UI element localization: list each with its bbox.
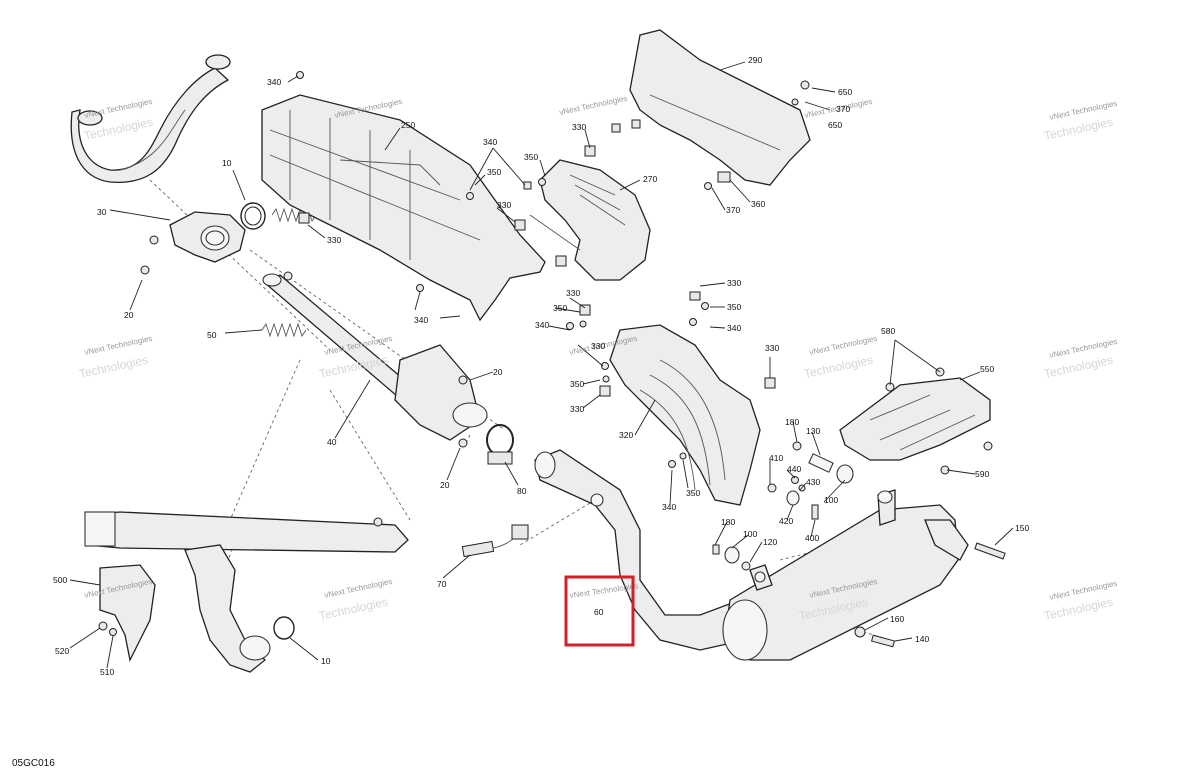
- leader-lines: [69, 61, 1014, 669]
- callout-label[interactable]: 140: [915, 634, 929, 644]
- callout-label[interactable]: 330: [765, 343, 779, 353]
- heat-shield-250: [261, 71, 546, 322]
- drawing-code: 05GC016: [12, 758, 55, 769]
- callout-label[interactable]: 370: [726, 205, 740, 215]
- mid-pipe-40: [262, 273, 488, 448]
- heat-shield-320: [609, 324, 761, 506]
- callout-label[interactable]: 10: [222, 158, 232, 168]
- spacers-lower: [712, 544, 751, 571]
- highlight-box: [564, 575, 635, 647]
- heat-shield-290: [629, 29, 811, 186]
- callout-label[interactable]: 330: [591, 341, 605, 351]
- highlighted-part-label[interactable]: 60: [594, 607, 604, 617]
- watermark-text: Technologies: [78, 353, 149, 381]
- callout-label[interactable]: 330: [327, 235, 341, 245]
- callout-label[interactable]: 330: [570, 404, 584, 414]
- callout-label[interactable]: 350: [727, 302, 741, 312]
- callout-label[interactable]: 340: [483, 137, 497, 147]
- callout-label[interactable]: 100: [824, 495, 838, 505]
- callout-label[interactable]: 250: [401, 120, 415, 130]
- callout-label[interactable]: 330: [727, 278, 741, 288]
- callout-label[interactable]: 130: [806, 426, 820, 436]
- callout-label[interactable]: 70: [437, 579, 447, 589]
- callout-label[interactable]: 350: [524, 152, 538, 162]
- header-pipe-30: [70, 54, 231, 184]
- elbow-flange-30: [140, 211, 246, 275]
- callout-label[interactable]: 30: [97, 207, 107, 217]
- callout-label[interactable]: 580: [881, 326, 895, 336]
- callout-label[interactable]: 320: [619, 430, 633, 440]
- callout-label[interactable]: 650: [828, 120, 842, 130]
- heat-shield-550: [839, 367, 993, 475]
- clamp-80: [486, 424, 514, 465]
- callout-label[interactable]: 370: [836, 104, 850, 114]
- callout-label[interactable]: 120: [763, 537, 777, 547]
- callout-label[interactable]: 440: [787, 464, 801, 474]
- watermark-text: Technologies: [803, 353, 874, 381]
- callout-label[interactable]: 160: [890, 614, 904, 624]
- callout-label[interactable]: 360: [751, 199, 765, 209]
- callout-label[interactable]: 410: [769, 453, 783, 463]
- callout-label[interactable]: 330: [572, 122, 586, 132]
- muffler: [722, 489, 1006, 661]
- callout-label[interactable]: 430: [806, 477, 820, 487]
- callout-label[interactable]: 270: [643, 174, 657, 184]
- callout-label[interactable]: 40: [327, 437, 337, 447]
- callout-label[interactable]: 340: [414, 315, 428, 325]
- gasket-10-top: [240, 202, 266, 230]
- callout-label[interactable]: 340: [267, 77, 281, 87]
- callout-label[interactable]: 80: [517, 486, 527, 496]
- callout-label[interactable]: 180: [785, 417, 799, 427]
- callout-label[interactable]: 500: [53, 575, 67, 585]
- callout-label[interactable]: 550: [980, 364, 994, 374]
- callout-label[interactable]: 650: [838, 87, 852, 97]
- callout-labels: 340 250 10 30 330 20 50 340 340 350 350 …: [53, 55, 1029, 677]
- callout-label[interactable]: 20: [493, 367, 503, 377]
- callout-label[interactable]: 350: [570, 379, 584, 389]
- watermark-text: vNext Technologies: [559, 94, 629, 117]
- callout-label[interactable]: 100: [743, 529, 757, 539]
- callout-label[interactable]: 340: [535, 320, 549, 330]
- heat-shield-270: [529, 159, 651, 281]
- callout-label[interactable]: 180: [721, 517, 735, 527]
- callout-label[interactable]: 340: [662, 502, 676, 512]
- callout-label[interactable]: 510: [100, 667, 114, 677]
- callout-label[interactable]: 50: [207, 330, 217, 340]
- callout-label[interactable]: 20: [124, 310, 134, 320]
- callout-label[interactable]: 340: [727, 323, 741, 333]
- sensor-70: [461, 524, 529, 558]
- callout-label[interactable]: 10: [321, 656, 331, 666]
- callout-label[interactable]: 330: [497, 200, 511, 210]
- callout-label[interactable]: 420: [779, 516, 793, 526]
- callout-label[interactable]: 350: [686, 488, 700, 498]
- lower-exhaust-assembly: [84, 511, 409, 673]
- callout-label[interactable]: 330: [566, 288, 580, 298]
- callout-label[interactable]: 350: [487, 167, 501, 177]
- watermark-text: vNext Technologies: [569, 581, 639, 600]
- callout-label[interactable]: 20: [440, 480, 450, 490]
- callout-label[interactable]: 350: [553, 303, 567, 313]
- callout-label[interactable]: 400: [805, 533, 819, 543]
- callout-label[interactable]: 290: [748, 55, 762, 65]
- callout-label[interactable]: 520: [55, 646, 69, 656]
- callout-label[interactable]: 590: [975, 469, 989, 479]
- callout-label[interactable]: 150: [1015, 523, 1029, 533]
- clips-and-bolts: [283, 119, 776, 468]
